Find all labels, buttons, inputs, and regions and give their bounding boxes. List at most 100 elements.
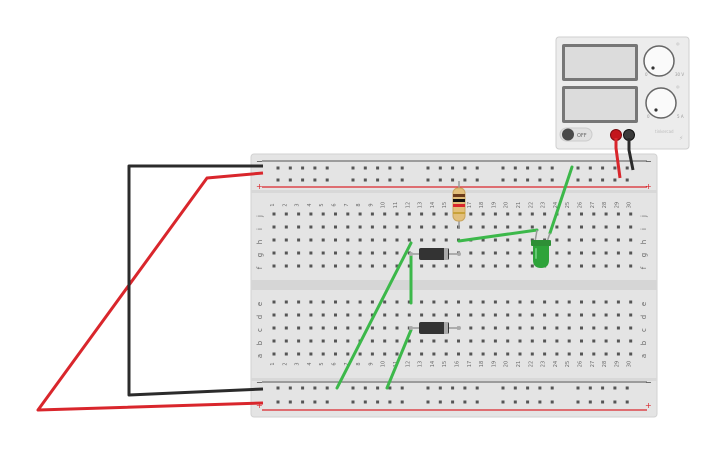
red-supply-wire[interactable]	[36, 171, 264, 412]
hole-a13[interactable]	[420, 352, 424, 356]
hole-i11[interactable]	[395, 225, 399, 229]
hole-c18[interactable]	[481, 326, 485, 330]
rail-hole[interactable]	[501, 178, 505, 182]
hole-h27[interactable]	[592, 238, 596, 242]
hole-a26[interactable]	[580, 352, 583, 356]
rail-hole[interactable]	[313, 400, 317, 404]
hole-i20[interactable]	[506, 225, 510, 229]
hole-e2[interactable]	[284, 300, 288, 304]
rail-hole[interactable]	[613, 400, 617, 404]
hole-h2[interactable]	[284, 238, 288, 242]
hole-b26[interactable]	[580, 339, 583, 343]
hole-a9[interactable]	[370, 352, 374, 356]
current-knob[interactable]	[645, 87, 677, 119]
hole-e19[interactable]	[493, 300, 497, 304]
hole-g2[interactable]	[284, 251, 288, 255]
hole-g10[interactable]	[383, 251, 387, 255]
hole-e24[interactable]	[555, 300, 559, 304]
hole-j10[interactable]	[383, 212, 387, 216]
hole-e18[interactable]	[481, 300, 485, 304]
hole-f8[interactable]	[358, 264, 362, 268]
hole-f22[interactable]	[530, 264, 534, 268]
hole-b9[interactable]	[370, 339, 374, 343]
rail-hole[interactable]	[376, 178, 380, 182]
hole-i21[interactable]	[518, 225, 522, 229]
hole-f13[interactable]	[420, 264, 424, 268]
rail-hole[interactable]	[513, 178, 517, 182]
hole-h15[interactable]	[444, 238, 448, 242]
hole-f4[interactable]	[309, 264, 313, 268]
hole-d21[interactable]	[518, 313, 522, 317]
hole-j4[interactable]	[309, 212, 313, 216]
hole-i23[interactable]	[543, 225, 547, 229]
hole-j8[interactable]	[358, 212, 362, 216]
green-led[interactable]	[531, 229, 551, 268]
rail-hole[interactable]	[325, 386, 329, 390]
hole-i9[interactable]	[370, 225, 374, 229]
rail-hole[interactable]	[613, 386, 617, 390]
hole-e1[interactable]	[272, 300, 276, 304]
hole-f18[interactable]	[481, 264, 485, 268]
hole-d16[interactable]	[457, 313, 460, 317]
hole-b3[interactable]	[297, 339, 301, 343]
rail-hole[interactable]	[588, 386, 592, 390]
hole-f16[interactable]	[457, 264, 460, 268]
hole-d26[interactable]	[580, 313, 583, 317]
hole-d25[interactable]	[567, 313, 571, 317]
hole-f14[interactable]	[432, 264, 436, 268]
rail-hole[interactable]	[388, 386, 392, 390]
rail-hole[interactable]	[363, 386, 367, 390]
hole-e7[interactable]	[346, 300, 350, 304]
hole-b13[interactable]	[420, 339, 424, 343]
hole-g19[interactable]	[493, 251, 497, 255]
rail-hole[interactable]	[301, 178, 305, 182]
hole-d28[interactable]	[604, 313, 608, 317]
hole-e6[interactable]	[334, 300, 337, 304]
rail-hole[interactable]	[276, 386, 280, 390]
hole-b18[interactable]	[481, 339, 485, 343]
hole-i30[interactable]	[629, 225, 633, 229]
rail-hole[interactable]	[325, 400, 329, 404]
hole-h5[interactable]	[321, 238, 325, 242]
hole-f9[interactable]	[370, 264, 374, 268]
hole-a24[interactable]	[555, 352, 559, 356]
hole-f30[interactable]	[629, 264, 633, 268]
rail-hole[interactable]	[376, 166, 380, 170]
hole-e8[interactable]	[358, 300, 362, 304]
hole-h3[interactable]	[297, 238, 301, 242]
hole-f5[interactable]	[321, 264, 325, 268]
hole-j7[interactable]	[346, 212, 350, 216]
hole-f2[interactable]	[284, 264, 288, 268]
hole-i3[interactable]	[297, 225, 301, 229]
rail-hole[interactable]	[276, 178, 280, 182]
hole-f10[interactable]	[383, 264, 387, 268]
hole-d24[interactable]	[555, 313, 559, 317]
hole-j13[interactable]	[420, 212, 424, 216]
hole-g22[interactable]	[530, 251, 534, 255]
rail-hole[interactable]	[475, 400, 479, 404]
rail-hole[interactable]	[426, 178, 430, 182]
hole-f15[interactable]	[444, 264, 448, 268]
hole-a8[interactable]	[358, 352, 362, 356]
hole-e20[interactable]	[506, 300, 510, 304]
rail-hole[interactable]	[613, 178, 617, 182]
hole-d10[interactable]	[383, 313, 387, 317]
hole-i17[interactable]	[469, 225, 473, 229]
rail-hole[interactable]	[526, 400, 530, 404]
hole-d13[interactable]	[420, 313, 424, 317]
hole-i7[interactable]	[346, 225, 350, 229]
hole-a3[interactable]	[297, 352, 301, 356]
hole-e28[interactable]	[604, 300, 608, 304]
hole-b15[interactable]	[444, 339, 448, 343]
hole-j27[interactable]	[592, 212, 596, 216]
hole-f3[interactable]	[297, 264, 301, 268]
hole-i8[interactable]	[358, 225, 362, 229]
rail-hole[interactable]	[526, 166, 530, 170]
hole-a4[interactable]	[309, 352, 313, 356]
hole-c4[interactable]	[309, 326, 313, 330]
hole-f24[interactable]	[555, 264, 559, 268]
rail-hole[interactable]	[576, 386, 580, 390]
hole-b28[interactable]	[604, 339, 608, 343]
rail-hole[interactable]	[288, 400, 292, 404]
